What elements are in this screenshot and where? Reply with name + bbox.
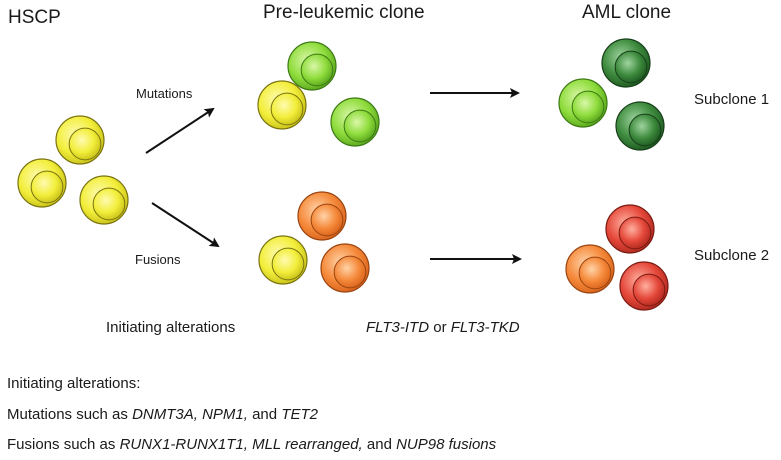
cell-nucleus [68,127,102,161]
fusion-mll-rearranged: MLL rearranged, [252,436,363,453]
hscp-cell [17,158,67,208]
cell-nucleus [92,187,126,221]
pre-leukemic-cell [258,235,308,285]
heading-pre-leukemic-clone: Pre-leukemic clone [263,2,425,23]
cell-nucleus [628,113,662,147]
footnote-fusions-prefix: Fusions such as [7,436,120,453]
fusion-nup98: NUP98 fusions [396,436,497,453]
cell-nucleus [632,273,666,307]
aml-subclone-1-cell [615,101,665,151]
caption-flt3-tkd: FLT3-TKD [450,319,520,336]
footnote-sep: and [247,406,282,423]
footnote-fusions: Fusions such as RUNX1-RUNX1T1, MLL rearr… [7,436,496,453]
cell-nucleus [310,203,344,237]
cell-nucleus [614,50,648,84]
cell-nucleus [571,90,605,124]
arrow-mutations [145,107,215,154]
heading-hscp: HSCP [8,7,61,28]
footnote-title: Initiating alterations: [7,375,141,392]
pre-leukemic-cell [320,243,370,293]
aml-subclone-1-cell [601,38,651,88]
cell-nucleus [618,216,652,250]
hscp-cell [55,115,105,165]
cell-nucleus [578,256,612,290]
pre-leukemic-cell [297,191,347,241]
caption-flt3-or: or [429,319,451,336]
pre-leukemic-cell [330,97,380,147]
caption-initiating-alterations: Initiating alterations [106,319,236,336]
fusion-runx1-runx1t1: RUNX1-RUNX1T1, [119,436,248,453]
footnote-sep: and [362,436,397,453]
footnote-mutations-prefix: Mutations such as [7,406,133,423]
pre-leukemic-cell [257,80,307,130]
label-fusions: Fusions [135,252,181,267]
cell-nucleus [270,92,304,126]
caption-flt3: FLT3-ITD or FLT3-TKD [366,319,520,336]
gene-npm1: NPM1, [202,406,248,423]
heading-aml-clone: AML clone [582,2,672,23]
gene-dnmt3a: DNMT3A, [132,406,198,423]
label-subclone-1: Subclone 1 [694,91,770,108]
hscp-cell [79,175,129,225]
gene-tet2: TET2 [281,406,318,423]
aml-subclone-1-cell [558,78,608,128]
label-mutations: Mutations [136,86,193,101]
arrow-fusions [151,202,220,248]
aml-subclone-2-cell [565,244,615,294]
cell-nucleus [333,255,367,289]
caption-flt3-itd: FLT3-ITD [366,319,430,336]
aml-subclone-2-cell [619,261,669,311]
cell-nucleus [30,170,64,204]
label-subclone-2: Subclone 2 [694,247,770,264]
footnote-mutations: Mutations such as DNMT3A, NPM1, and TET2 [7,406,318,423]
aml-subclone-2-cell [605,204,655,254]
cell-nucleus [300,53,334,87]
pre-leukemic-cell [287,41,337,91]
cell-nucleus [271,247,305,281]
cell-nucleus [343,109,377,143]
